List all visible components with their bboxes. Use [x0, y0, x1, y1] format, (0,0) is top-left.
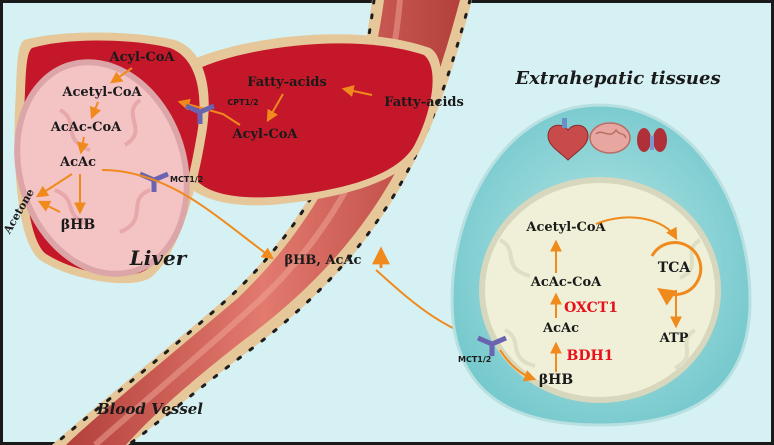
extrahepatic-title: Extrahepatic tissues: [514, 68, 720, 89]
liver-acac: AcAc: [59, 155, 96, 170]
cell-mct-label: MCT1/2: [458, 355, 491, 364]
liver-acyl-coa-2: Acyl-CoA: [232, 127, 299, 142]
tca-label: TCA: [658, 260, 692, 276]
vessel-title: Blood Vessel: [96, 400, 203, 418]
brain-icon: [590, 123, 630, 153]
liver-acyl-coa: Acyl-CoA: [109, 50, 176, 65]
extrahepatic-mitochondrion: [482, 180, 718, 400]
bdh1-label: BDH1: [567, 348, 614, 364]
extra-bhb: βHB: [539, 372, 574, 388]
vessel-ketones: βHB, AcAc: [285, 253, 362, 268]
liver-bhb: βHB: [61, 217, 96, 233]
vessel-fatty-acids: Fatty-acids: [384, 95, 464, 110]
extra-acac: AcAc: [542, 321, 579, 336]
liver-acac-coa: AcAc-CoA: [50, 120, 122, 135]
liver-fatty-acids: Fatty-acids: [247, 75, 327, 90]
cpt-label: CPT1/2: [227, 98, 258, 107]
liver-acetyl-coa: Acetyl-CoA: [61, 85, 142, 100]
extra-acac-coa: AcAc-CoA: [530, 275, 602, 290]
liver-mct-label: MCT1/2: [170, 175, 203, 184]
extra-acetyl-coa: Acetyl-CoA: [525, 220, 606, 235]
liver-title: Liver: [129, 246, 188, 270]
atp-label: ATP: [659, 331, 689, 346]
oxct1-label: OXCT1: [564, 300, 618, 316]
